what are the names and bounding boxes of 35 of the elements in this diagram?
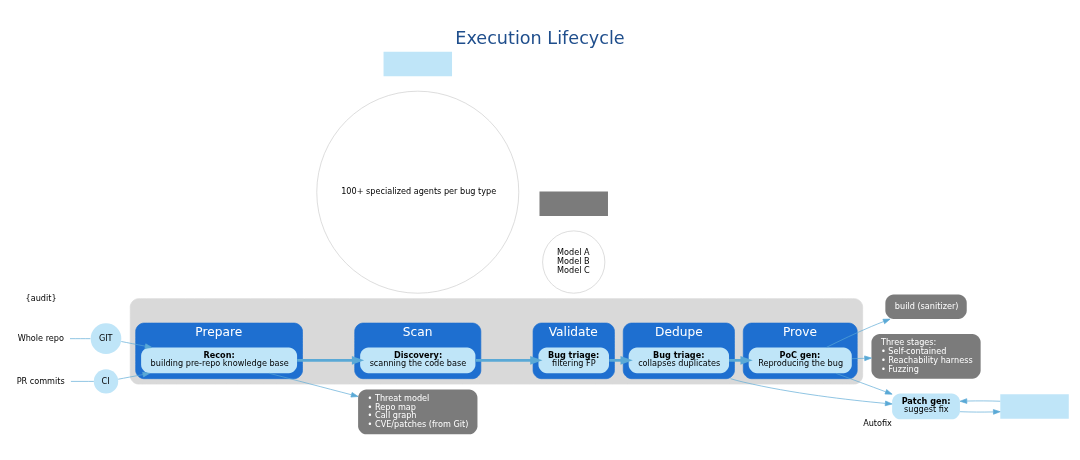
node-box: Bug triage: collapses duplicates xyxy=(628,347,730,373)
node-box: Discovery: scanning the code base xyxy=(360,347,476,373)
arrow xyxy=(730,377,893,406)
arrow xyxy=(851,355,872,361)
node-circle: CI xyxy=(93,368,119,394)
node-box: Patch gen: suggest fix xyxy=(892,393,960,419)
node-label: Autofix xyxy=(863,417,892,428)
label: {audit} xyxy=(25,292,57,303)
connector xyxy=(70,380,95,382)
arrow xyxy=(959,408,1001,415)
arrow xyxy=(729,355,753,365)
arrow xyxy=(835,372,893,394)
node-box xyxy=(383,51,453,76)
node-circle: GIT xyxy=(90,322,122,354)
arrow xyxy=(475,355,543,365)
node-box xyxy=(539,191,608,216)
arrow xyxy=(297,355,365,365)
node-box xyxy=(1000,393,1069,419)
node-circle: 100+ specialized agents per bug type xyxy=(316,90,520,294)
connector xyxy=(69,337,91,339)
node-text: PR commits xyxy=(16,374,65,385)
node-box: PoC gen: Reproducing the bug xyxy=(748,347,852,373)
node-box: Three stages: • Self-contained • Reachability harness • Fuzzing xyxy=(871,333,981,379)
node-box: build (sanitizer) xyxy=(885,294,967,319)
node-circle: Model A Model B Model C xyxy=(542,230,606,293)
arrow xyxy=(826,318,891,348)
arrow xyxy=(117,371,151,380)
arrow xyxy=(120,340,153,349)
node-box: Recon: building pre-repo knowledge base xyxy=(141,347,298,373)
node-text: Whole repo xyxy=(17,332,64,343)
node-box: Bug triage: filtering FP xyxy=(538,347,609,373)
node-box: • Threat model • Repo map • Call graph • CVE/patches (from Git) xyxy=(358,389,478,434)
arrow xyxy=(959,397,1001,404)
arrow xyxy=(609,355,633,365)
diagram-title: Execution Lifecycle xyxy=(455,27,625,48)
